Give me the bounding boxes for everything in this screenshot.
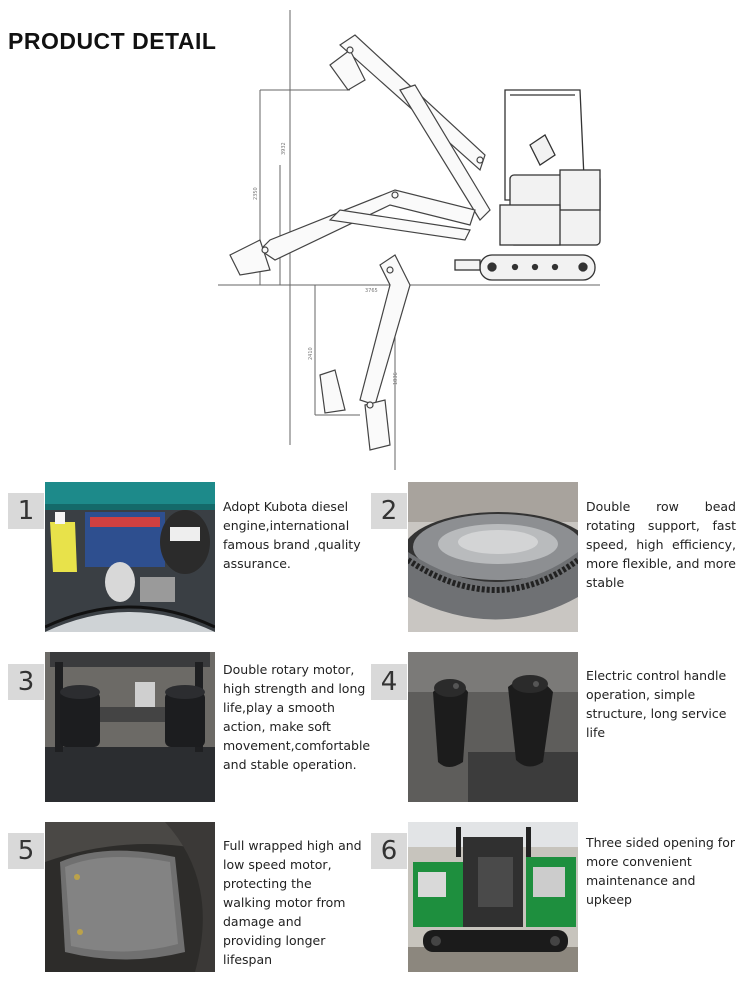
excavator-line-drawing: 3932 2350 2410 1836 3765 xyxy=(218,10,601,470)
feature-text-6: Three sided opening for more convenient … xyxy=(586,835,735,907)
feature-number-1: 1 xyxy=(8,493,44,529)
svg-text:3765: 3765 xyxy=(365,288,378,294)
svg-text:2350: 2350 xyxy=(253,187,259,200)
slewing-bearing-photo xyxy=(408,482,578,632)
control-handle-photo xyxy=(408,652,578,802)
feature-number-2: 2 xyxy=(371,493,407,529)
feature-number-4: 4 xyxy=(371,664,407,700)
feature-number-5: 5 xyxy=(8,833,44,869)
feature-text-1: Adopt Kubota diesel engine,international… xyxy=(223,499,361,571)
feature-text-3: Double rotary motor, high strength and l… xyxy=(223,662,371,772)
svg-text:2410: 2410 xyxy=(308,347,314,360)
three-sided-opening-photo xyxy=(408,822,578,972)
kubota-engine-photo xyxy=(45,482,215,632)
feature-text-4: Electric control handle operation, simpl… xyxy=(586,668,727,740)
walking-motor-photo xyxy=(45,822,215,972)
feature-number-3: 3 xyxy=(8,664,44,700)
feature-number-6: 6 xyxy=(371,833,407,869)
page-title: PRODUCT DETAIL xyxy=(8,28,217,54)
rotary-motor-photo xyxy=(45,652,215,802)
feature-text-5: Full wrapped high and low speed motor, p… xyxy=(223,838,362,967)
svg-text:3932: 3932 xyxy=(281,142,287,155)
svg-text:1836: 1836 xyxy=(393,372,399,385)
feature-text-2: Double row bead rotating support, fast s… xyxy=(586,499,736,590)
